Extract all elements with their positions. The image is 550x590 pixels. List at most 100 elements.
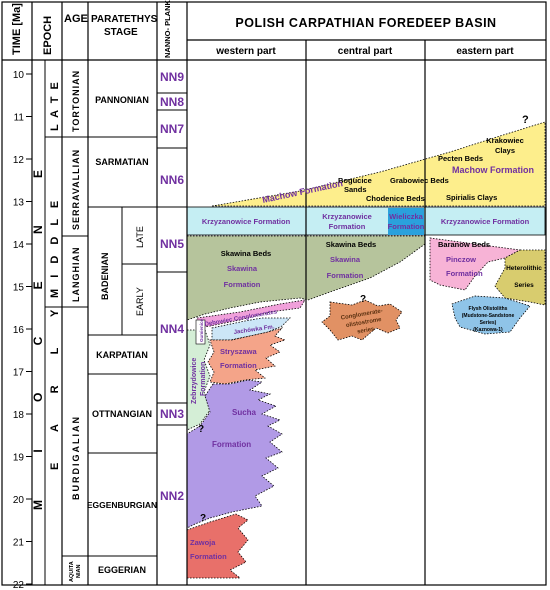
question-mark-3: ?	[198, 424, 204, 435]
label-krzy-east: Krzyzanowice Formation	[441, 217, 530, 226]
time-tick-label: 17	[13, 368, 25, 379]
label-zebrzydowice-1: Zebrzydowice	[191, 358, 198, 404]
nn4: NN4	[160, 322, 184, 336]
nn9: NN9	[160, 70, 184, 84]
label-stryszawa-2: Formation	[220, 361, 257, 370]
label-baranow: Baranow Beds	[438, 240, 490, 249]
label-krzy-central-1: Krzyzanowice	[322, 212, 372, 221]
stage-ottnangian: OTTNANGIAN	[92, 409, 152, 419]
epoch-early: E A R L Y	[49, 296, 61, 470]
label-gumienice: Gumienice	[199, 318, 204, 342]
label-sucha-1: Sucha	[232, 408, 257, 417]
label-stryszawa-1: Stryszawa	[220, 347, 258, 356]
time-tick-label: 18	[13, 410, 25, 421]
machow-formation-area	[211, 121, 546, 207]
age-tortonian: TORTONIAN	[71, 70, 81, 132]
basin-title: POLISH CARPATHIAN FOREDEEP BASIN	[235, 16, 496, 30]
label-wieliczka-1: Wieliczka	[389, 212, 424, 221]
conglomerate-olistostrome-area	[321, 299, 403, 341]
stage-eggenburgian: EGGENBURGIAN	[87, 500, 157, 510]
time-tick-label: 21	[13, 538, 25, 549]
label-flysh-3: Series)	[480, 320, 497, 326]
label-skawina-c-fm2: Formation	[327, 271, 364, 280]
stage-sarmatian: SARMATIAN	[95, 157, 148, 167]
question-mark-2: ?	[360, 294, 366, 305]
label-pinczow-2: Formation	[446, 269, 483, 278]
stage-badenian: BADENIAN	[100, 252, 110, 300]
part-western: western part	[215, 46, 276, 57]
stage-lines	[88, 136, 157, 557]
age-serravallian: SERRAVALLIAN	[71, 149, 81, 230]
epoch-lines	[44, 60, 62, 585]
time-tick-label: 12	[13, 155, 25, 166]
label-krzy-central-2: Formation	[329, 222, 366, 231]
label-wieliczka-2: Formation	[388, 222, 425, 231]
age-aquitanian: AQUITA	[69, 561, 75, 582]
time-tick-label: 16	[13, 325, 25, 336]
label-bogucice-2: Sands	[344, 185, 367, 194]
nn8: NN8	[160, 95, 184, 109]
nn5: NN5	[160, 237, 184, 251]
flysh-olistoliths-area	[451, 295, 531, 335]
time-tick-label: 20	[13, 495, 25, 506]
time-tick-label: 15	[13, 283, 25, 294]
time-tick-label: 22	[13, 580, 25, 590]
label-skawina-w-fm1: Skawina	[227, 264, 258, 273]
time-tick-label: 13	[13, 198, 25, 209]
time-tick-label: 14	[13, 240, 25, 251]
epoch-late: L A T E	[49, 80, 61, 131]
stage-pannonian: PANNONIAN	[95, 95, 149, 105]
wieliczka-box	[388, 208, 424, 235]
label-sucha-2: Formation	[212, 440, 251, 449]
time-tick-label: 11	[14, 113, 25, 124]
age-header: AGE	[64, 13, 88, 25]
label-krakowiec: Krakowiec	[486, 136, 524, 145]
nn-lines	[157, 92, 187, 426]
label-machow-east: Machow Formation	[452, 165, 534, 175]
label-skawina-w-beds: Skawina Beds	[221, 249, 271, 258]
label-jachowka: Jachówka Fm.	[233, 324, 275, 336]
label-skawina-c-beds: Skawina Beds	[326, 240, 376, 249]
label-bogucice: Bogucice	[338, 176, 372, 185]
nannoplankton-header: NANNO- PLANKTON ZONES	[163, 0, 172, 58]
question-mark-4: ?	[200, 513, 206, 524]
part-central: central part	[338, 46, 393, 57]
label-zebrzydowice-2: Formation	[200, 362, 207, 396]
nn3: NN3	[160, 407, 184, 421]
nn2: NN2	[160, 489, 184, 503]
label-flysh-1: Flysh Olistoliths	[469, 306, 508, 312]
label-chodenice: Chodenice Beds	[366, 194, 425, 203]
label-skawina-w-fm2: Formation	[224, 280, 261, 289]
krzyzanowice-band	[186, 206, 546, 236]
epoch-miocene: M I O C E N E	[31, 148, 45, 510]
paratethys-stage-line1: PARATETHYS	[91, 14, 158, 25]
stryszawa-area	[207, 327, 287, 385]
nn7: NN7	[160, 122, 184, 136]
age-lines	[62, 136, 88, 557]
zebrzydowice-area	[186, 329, 211, 431]
label-zawoja-2: Formation	[190, 552, 227, 561]
part-eastern: eastern part	[456, 46, 514, 57]
stage-badenian-early: EARLY	[135, 287, 145, 316]
gumienice-box	[195, 319, 206, 345]
label-krzy-west: Krzyzanowice Formation	[202, 217, 291, 226]
label-skawina-c-fm1: Skawina	[330, 255, 361, 264]
label-pecten: Pecten Beds	[438, 154, 483, 163]
stage-karpatian: KARPATIAN	[96, 350, 148, 360]
label-spirialis: Spirialis Clays	[446, 193, 497, 202]
label-heterolithic-2: Series	[514, 282, 534, 289]
label-zawoja-1: Zawoja	[190, 538, 216, 547]
label-krakowiec-2: Clays	[495, 146, 515, 155]
age-aquitanian-2: NIAN	[76, 565, 82, 578]
question-mark-1: ?	[522, 114, 529, 126]
stage-badenian-late: LATE	[135, 226, 145, 248]
epoch-middle: M I D D L E	[49, 197, 61, 298]
label-grabowiec: Grabowiec Beds	[390, 176, 449, 185]
label-flysh-4: (Kaznowa-1)	[473, 327, 503, 333]
time-header: TIME [Ma]	[11, 3, 23, 55]
time-tick-label: 10	[13, 70, 25, 81]
label-pinczow-1: Pinczow	[446, 255, 476, 264]
